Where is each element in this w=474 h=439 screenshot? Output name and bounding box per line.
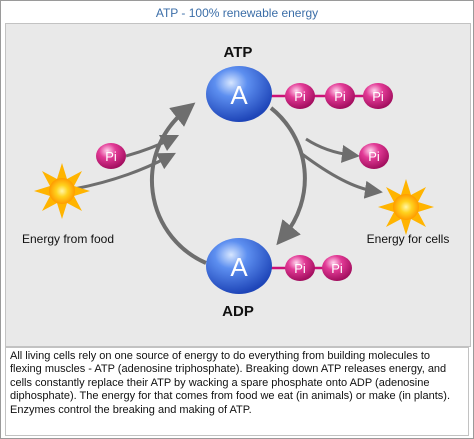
atp-cycle-diagram: ATP A Pi Pi Pi Pi (22, 44, 450, 320)
input-phosphate: Pi (96, 143, 126, 169)
energy-for-cells-label: Energy for cells (367, 232, 450, 246)
adp-label: ADP (222, 303, 254, 320)
phosphate-input-arrow (125, 134, 180, 158)
energy-from-food-label: Energy from food (22, 232, 114, 246)
atp-phosphate-3: Pi (363, 83, 393, 109)
caption-text: All living cells rely on one source of e… (5, 347, 469, 436)
atp-phosphate-2: Pi (325, 83, 355, 109)
output-phosphate: Pi (359, 143, 389, 169)
energy-input-arrow (73, 152, 176, 191)
figure-title: ATP - 100% renewable energy (155, 6, 319, 20)
svg-text:Pi: Pi (331, 261, 343, 276)
atp-label: ATP (224, 44, 253, 61)
adp-phosphate-1: Pi (285, 255, 315, 281)
cell-energy-sun-icon (378, 179, 434, 235)
cycle-arrow-right (269, 106, 307, 246)
atp-adenosine-molecule (206, 66, 272, 122)
svg-text:Pi: Pi (294, 89, 306, 104)
adp-adenosine-letter: A (230, 252, 248, 282)
atp-phosphate-1: Pi (285, 83, 315, 109)
svg-text:Pi: Pi (105, 149, 117, 164)
svg-text:Pi: Pi (294, 261, 306, 276)
adp-phosphate-2: Pi (322, 255, 352, 281)
svg-text:Pi: Pi (368, 149, 380, 164)
cycle-arrow-left (150, 102, 207, 265)
energy-output-arrow (301, 152, 383, 199)
phosphate-output-arrow (305, 137, 360, 163)
food-energy-sun-icon (34, 163, 90, 219)
diagram-panel: ATP A Pi Pi Pi Pi (5, 23, 471, 347)
svg-text:Pi: Pi (372, 89, 384, 104)
adp-adenosine-molecule (206, 238, 272, 294)
atp-adenosine-letter: A (230, 80, 248, 110)
svg-text:Pi: Pi (334, 89, 346, 104)
